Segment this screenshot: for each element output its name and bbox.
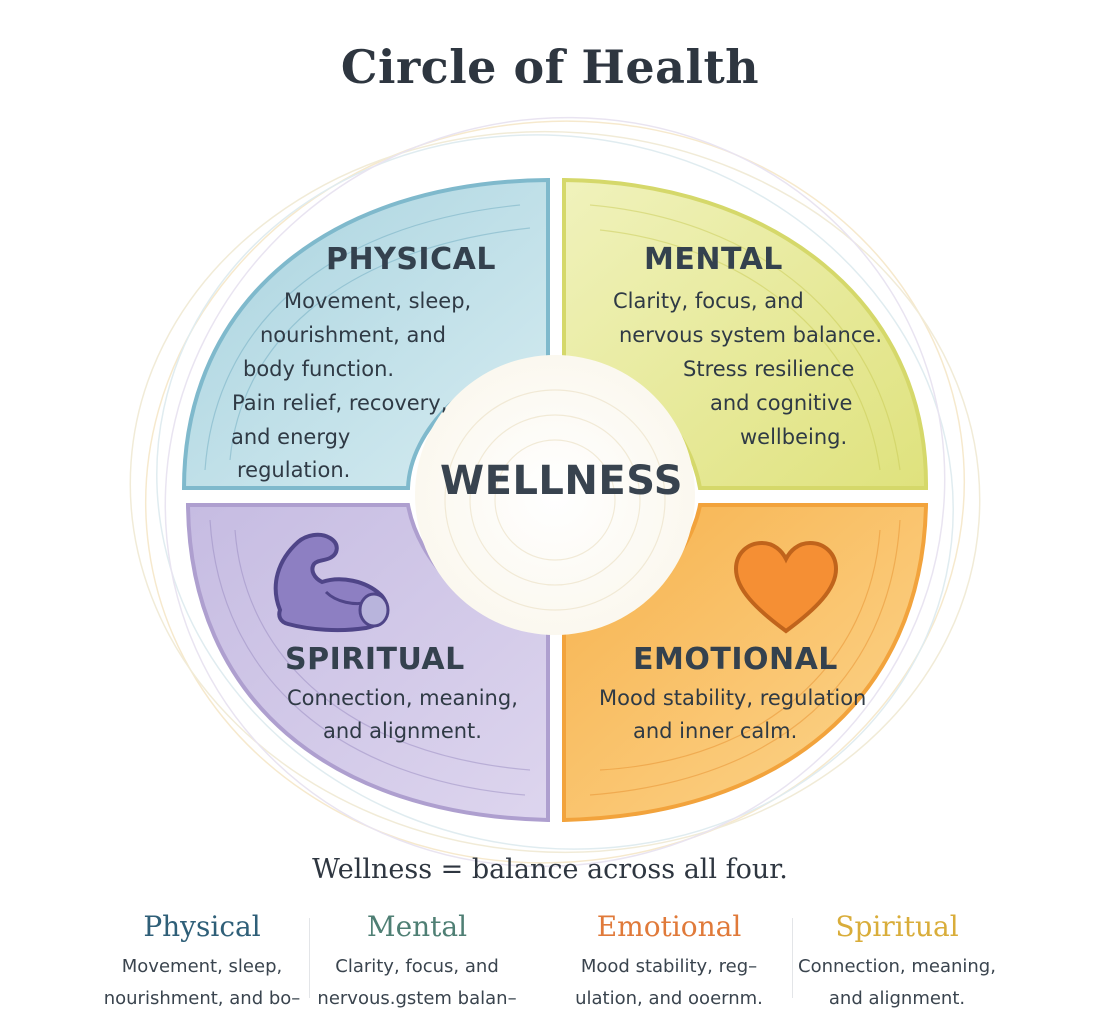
emotional-title: EMOTIONAL <box>633 642 838 677</box>
legend-mental-name: Mental <box>366 910 468 943</box>
mental-line-5: wellbeing. <box>740 425 848 449</box>
legend-spiritual: Spiritual Connection, meaning, and align… <box>777 910 1017 1015</box>
legend-mental: Mental Clarity, focus, and nervous.gstem… <box>297 910 537 1015</box>
legend-divider <box>309 918 310 998</box>
legend-emotional-line-1: Mood stability, reg– <box>580 956 758 977</box>
legend-emotional-line-2: ulation, and ooernm. <box>575 988 763 1009</box>
legend-spiritual-name: Spiritual <box>835 910 959 943</box>
mental-line-2: nervous system balance. <box>619 323 883 347</box>
mental-line-1: Clarity, focus, and <box>613 289 804 313</box>
spiritual-line-1: Connection, meaning, <box>287 686 518 710</box>
spiritual-line-2: and alignment. <box>323 719 482 743</box>
mental-line-3: Stress resilience <box>683 357 855 381</box>
physical-line-6: regulation. <box>237 458 351 482</box>
summary-text: Wellness = balance across all four. <box>312 854 788 885</box>
legend-spiritual-line-1: Connection, meaning, <box>798 956 996 977</box>
decorative-swirls <box>129 116 981 868</box>
heart-icon <box>733 540 839 634</box>
legend-physical-name: Physical <box>143 910 261 943</box>
legend-physical-line-1: Movement, sleep, <box>121 956 283 977</box>
physical-line-1: Movement, sleep, <box>284 289 472 313</box>
center-ripples <box>444 389 666 611</box>
physical-line-2: nourishment, and <box>260 323 446 347</box>
physical-line-5: and energy <box>231 425 351 449</box>
legend-mental-line-2: nervous.gstem balan– <box>317 988 517 1009</box>
legend-spiritual-line-2: and alignment. <box>828 988 966 1009</box>
physical-line-4: Pain relief, recovery, <box>232 391 448 415</box>
quadrant-texture <box>204 204 901 796</box>
emotional-line-2: and inner calm. <box>633 719 798 743</box>
spiritual-title: SPIRITUAL <box>285 642 465 677</box>
flexed-arm-icon <box>273 532 390 633</box>
mental-title: MENTAL <box>644 242 783 277</box>
legend-physical: Physical Movement, sleep, nourishment, a… <box>82 910 322 1015</box>
physical-quadrant <box>181 177 550 490</box>
mental-line-4: and cognitive <box>710 391 853 415</box>
emotional-line-1: Mood stability, regulation <box>599 686 867 710</box>
legend-divider <box>792 918 793 998</box>
physical-title: PHYSICAL <box>326 242 496 277</box>
center-label: WELLNESS <box>440 458 684 504</box>
page-title: Circle of Health <box>340 40 760 94</box>
center-circle <box>415 355 695 635</box>
legend-emotional: Emotional Mood stability, reg– ulation, … <box>549 910 789 1015</box>
legend-mental-line-1: Clarity, focus, and <box>335 956 499 977</box>
legend-emotional-name: Emotional <box>596 910 742 943</box>
legend-physical-line-2: nourishment, and bo– <box>103 988 301 1009</box>
physical-line-3: body function. <box>243 357 395 381</box>
